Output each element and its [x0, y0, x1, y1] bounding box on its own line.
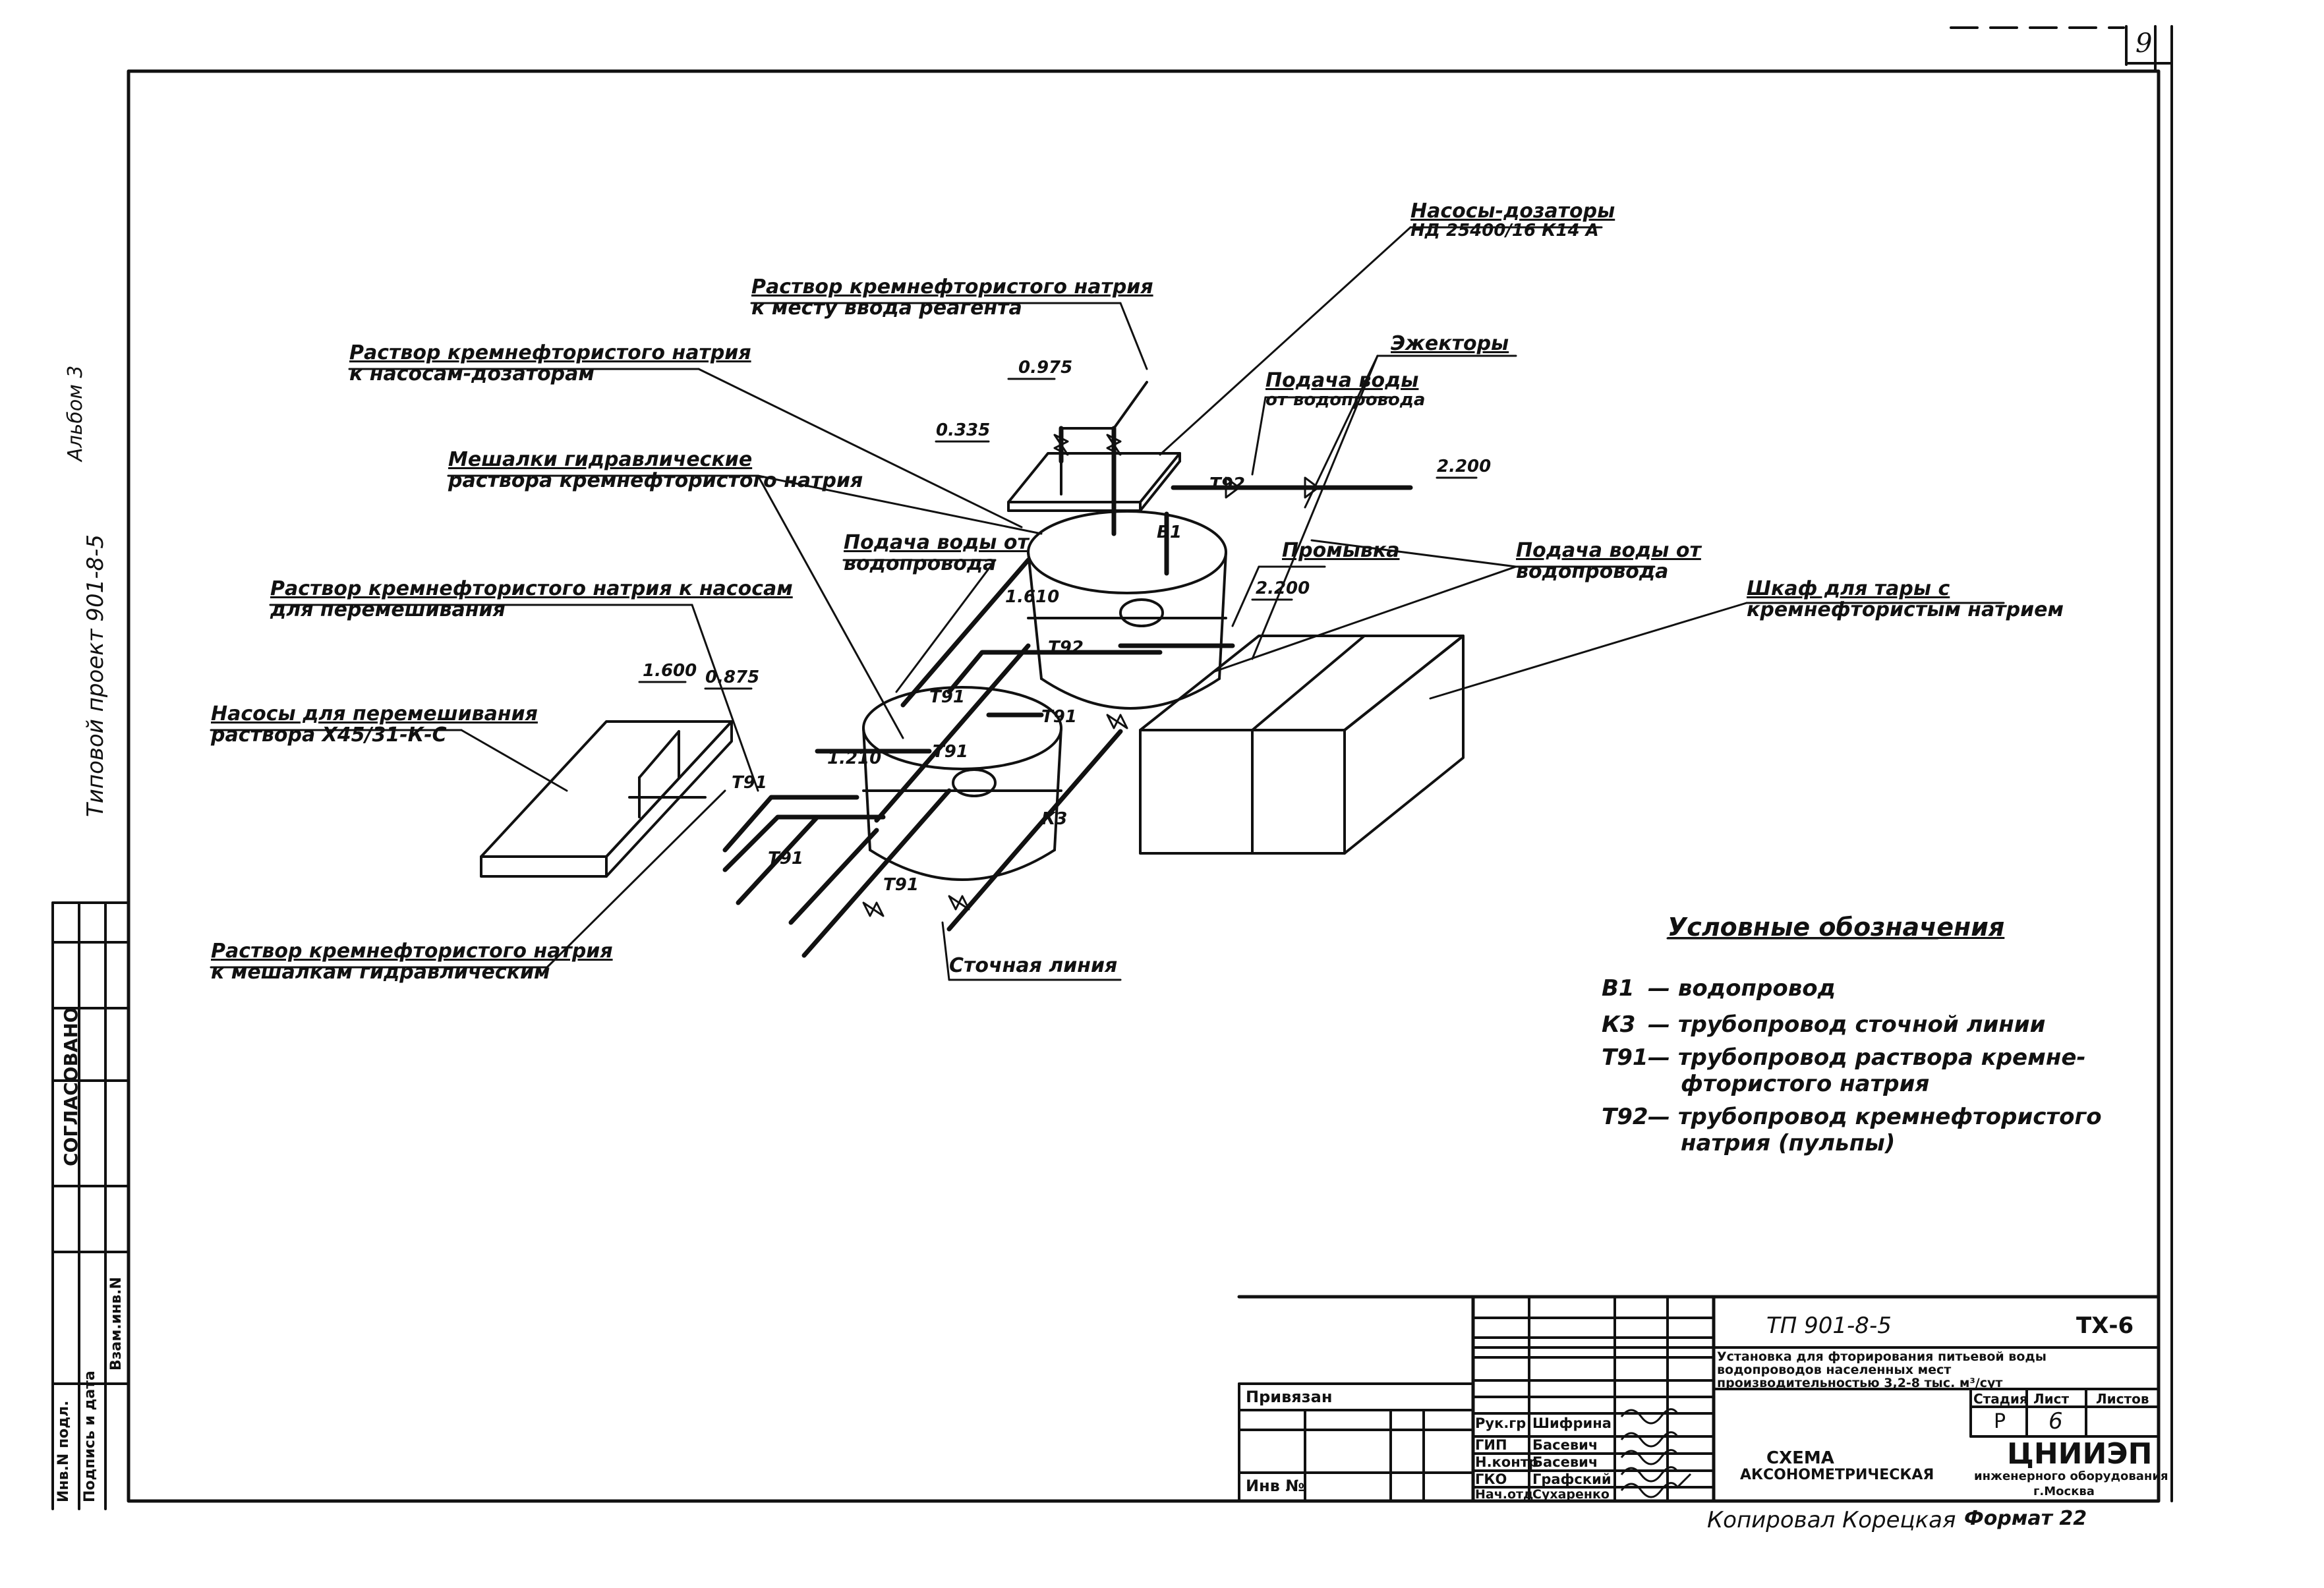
label-pumps-dosers: Насосы-дозаторы НД 25400/16 К14 А [1410, 200, 1615, 241]
tb-format: Формат 22 [1964, 1507, 2087, 1530]
label-mixing-pumps: Насосы для перемешивания раствора Х45/31… [211, 702, 538, 747]
label-ejectors: Эжекторы [1391, 332, 1509, 355]
elevation-mark: 1.610 [1005, 587, 1060, 607]
tb-stage: Р [1994, 1410, 2006, 1433]
tb-org-2: инженерного оборудования [1974, 1469, 2168, 1483]
tb-role: ГИП [1475, 1437, 1507, 1453]
legend-item-text: — водопровод [1648, 975, 1836, 1002]
tb-sheet-header: Лист [2033, 1391, 2070, 1407]
tb-role: Нач.отд [1475, 1487, 1534, 1502]
label-solution-to-pumps-mix: Раствор кремнефтористого натрия к насоса… [270, 577, 793, 621]
tb-description-3: производительностью 3,2-8 тыс. м³/сут [1717, 1376, 2003, 1390]
label-water-supply-1: Подача воды от водопровода [1265, 369, 1426, 410]
tb-name: Графский [1532, 1471, 1612, 1487]
tb-project-code: ТП 901-8-5 [1766, 1313, 1892, 1339]
elevation-mark: 1.210 [827, 749, 882, 768]
pipe-code: Т91 [929, 687, 965, 707]
upper-mixer-tank [1027, 510, 1227, 710]
tb-sheet: 6 [2048, 1408, 2063, 1434]
pipe-code: Т91 [933, 742, 968, 762]
legend-item-code: Т91 [1602, 1044, 1648, 1071]
label-solution-to-mixers: Раствор кремнефтористого натрия к мешалк… [211, 940, 613, 984]
label-solution-to-doser-pumps: Раствор кремнефтористого натрия к насоса… [349, 341, 751, 385]
label-cabinet: Шкаф для тары с кремнефтористым натрием [1747, 577, 2064, 621]
side-inv-podl: Инв.N подл. [55, 1400, 72, 1502]
mixing-pump-platform [480, 720, 733, 878]
label-mixers: Мешалки гидравлические раствора кремнефт… [448, 448, 863, 492]
legend-item-text-cont: натрия (пульпы) [1681, 1130, 1896, 1156]
tb-drawing-name-2: АКСОНОМЕТРИЧЕСКАЯ [1740, 1467, 1934, 1483]
side-project: Типовой проект 901-8-5 [82, 534, 109, 817]
pipe-code: К3 [1041, 809, 1068, 829]
sheet-frame [127, 69, 2161, 1503]
side-album: Альбом 3 [64, 365, 87, 462]
pipe-code: Т92 [1209, 474, 1245, 494]
side-sign-date: Подпись и дата [82, 1371, 98, 1502]
elevation-mark: 2.200 [1256, 579, 1310, 598]
tb-name: Басевич [1532, 1454, 1598, 1470]
side-agreed: СОГЛАСОВАНО [60, 1007, 82, 1166]
pipe-code: Т91 [883, 875, 919, 895]
tb-description-1: Установка для фторирования питьевой воды [1717, 1349, 2047, 1364]
legend-item-code: К3 [1602, 1011, 1636, 1038]
legend-item-text: — трубопровод кремнефтористого [1648, 1104, 2102, 1130]
page-number: 9 [2135, 28, 2153, 59]
label-solution-to-reagent: Раствор кремнефтористого натрия к месту … [751, 275, 1153, 320]
legend-item-code: Т92 [1602, 1104, 1648, 1130]
pipe-code: Т91 [1041, 707, 1077, 727]
tb-role: ГКО [1475, 1471, 1507, 1487]
elevation-mark: 0.975 [1018, 358, 1073, 378]
tb-name: Сухаренко [1532, 1487, 1610, 1502]
cabinet-box [1139, 635, 1465, 855]
tb-sheet-code: ТХ-6 [2076, 1313, 2134, 1339]
doser-pump-platform [1007, 381, 1181, 512]
legend-item-text: — трубопровод сточной линии [1648, 1011, 2046, 1038]
tb-inv-no: Инв № [1246, 1477, 1305, 1495]
tb-stage-header: Стадия [1973, 1391, 2028, 1407]
lower-mixer-tank [862, 686, 1062, 881]
tb-role: Н.контр [1475, 1454, 1538, 1470]
tb-copied: Копировал Корецкая [1707, 1507, 1956, 1533]
title-block-lines [1237, 1295, 2161, 1503]
pipe-code: Т91 [768, 849, 803, 868]
label-water-supply-3: Подача воды от водопровода [1516, 539, 1701, 583]
label-flushing: Промывка [1282, 539, 1400, 562]
tb-org-1: ЦНИИЭП [2007, 1437, 2153, 1471]
label-sewage-line: Сточная линия [949, 954, 1118, 977]
legend-title: Условные обозначения [1668, 913, 2005, 942]
label-water-supply-2: Подача воды от водопровода [844, 531, 1029, 575]
elevation-mark: 0.875 [705, 667, 760, 687]
elevation-mark: 1.600 [643, 661, 697, 681]
tb-role: Рук.гр [1475, 1415, 1526, 1431]
tb-org-3: г.Москва [2033, 1485, 2095, 1498]
tb-name: Шифрина [1532, 1415, 1612, 1431]
tb-description-2: водопроводов населенных мест [1717, 1363, 1952, 1377]
pipe-code: Т92 [1048, 638, 1084, 658]
legend-item-code: В1 [1602, 975, 1635, 1002]
legend-item-text: — трубопровод раствора кремне- [1648, 1044, 2086, 1071]
tb-privyazan: Привязан [1246, 1388, 1333, 1406]
elevation-mark: 0.335 [936, 420, 991, 440]
pipe-code: Т91 [732, 773, 767, 793]
tb-sheets-header: Листов [2096, 1391, 2149, 1407]
legend-item-text-cont: фтористого натрия [1681, 1071, 1930, 1097]
pipe-code: В1 [1157, 523, 1182, 542]
tb-drawing-name-1: СХЕМА [1766, 1448, 1834, 1468]
elevation-mark: 2.200 [1437, 457, 1492, 476]
side-vzam-inv: Взам.инв.N [108, 1276, 125, 1371]
tb-name: Басевич [1532, 1437, 1598, 1453]
